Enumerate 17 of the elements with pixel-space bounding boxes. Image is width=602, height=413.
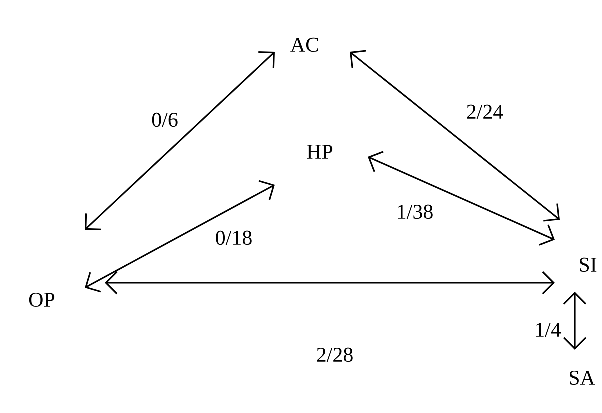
double-arrow — [350, 50, 560, 222]
node-label: SI — [580, 258, 597, 272]
node-label: OP — [29, 292, 55, 308]
edge-label: 1/38 — [395, 204, 435, 220]
double-arrow — [105, 271, 555, 295]
edge-label: 2/28 — [315, 346, 355, 364]
double-arrow — [85, 51, 275, 231]
edge-label: 1/4 — [534, 322, 562, 338]
double-arrow — [85, 180, 275, 293]
edge-label: 2/24 — [465, 104, 505, 120]
node-label: AC — [290, 38, 318, 52]
edge-label: 0/6 — [150, 112, 180, 128]
edge-label: 0/18 — [214, 230, 254, 246]
node-label: HP — [307, 145, 333, 159]
double-arrow — [368, 151, 555, 246]
double-arrow — [563, 292, 587, 350]
node-label: SA — [570, 370, 596, 386]
